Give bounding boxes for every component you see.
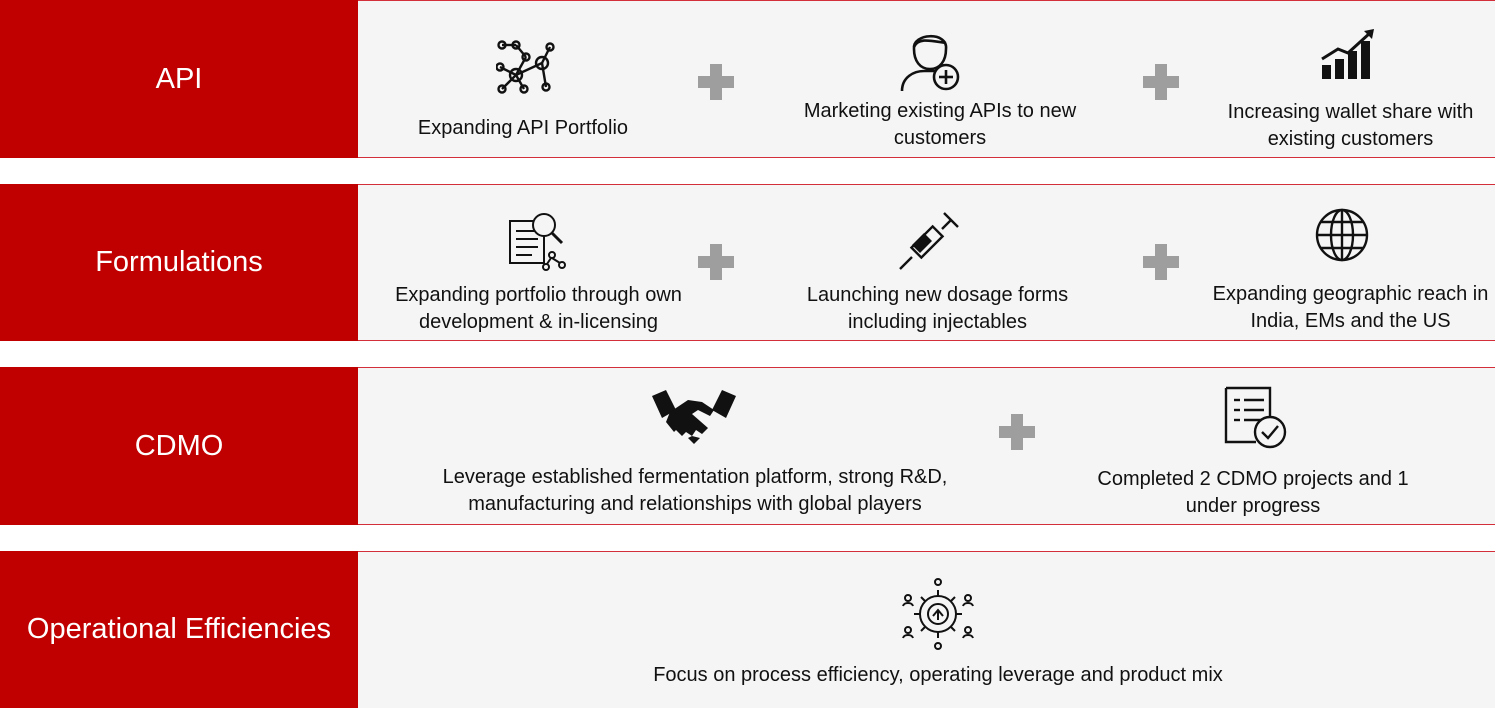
- plus-icon: [999, 414, 1035, 450]
- formulations-label: Formulations: [0, 184, 358, 341]
- cdmo-item-projects: Completed 2 CDMO projects and 1 under pr…: [1097, 468, 1409, 517]
- cdmo-content: Leverage established fermentation platfo…: [358, 367, 1495, 525]
- operational-label: Operational Efficiencies: [0, 551, 358, 708]
- formulations-item-geography: Expanding geographic reach in India, EMs…: [1212, 283, 1489, 332]
- handshake-icon: [652, 390, 736, 444]
- formulations-content: Expanding portfolio through own developm…: [358, 184, 1495, 341]
- operational-item-efficiency: Focus on process efficiency, operating l…: [653, 664, 1223, 686]
- syringe-icon: [899, 212, 959, 270]
- network-nodes-icon: [496, 40, 555, 94]
- api-label: API: [0, 0, 358, 158]
- cdmo-row: CDMO Leverage established fermentation p…: [0, 367, 1495, 525]
- formulations-item-dosage: Launching new dosage forms including inj…: [806, 284, 1069, 333]
- globe-icon: [1315, 208, 1369, 262]
- operational-content: Focus on process efficiency, operating l…: [358, 551, 1495, 708]
- plus-icon: [1143, 64, 1179, 100]
- cdmo-label: CDMO: [0, 367, 358, 525]
- document-search-icon: [509, 213, 566, 271]
- api-row: API Expanding API Portfolio: [0, 0, 1495, 158]
- formulations-item-portfolio: Expanding portfolio through own developm…: [395, 284, 682, 333]
- plus-icon: [1143, 244, 1179, 280]
- plus-icon: [698, 64, 734, 100]
- checklist-icon: [1224, 386, 1287, 449]
- api-item-wallet-share: Increasing wallet share with existing cu…: [1227, 101, 1474, 150]
- formulations-row: Formulations Expanding portfolio through…: [0, 184, 1495, 341]
- cdmo-item-fermentation: Leverage established fermentation platfo…: [442, 466, 948, 515]
- operational-row: Operational Efficiencies Focus on proces…: [0, 551, 1495, 708]
- team-gear-icon: [902, 578, 974, 650]
- add-user-icon: [900, 35, 960, 92]
- api-content: Expanding API Portfolio Marketing existi…: [358, 0, 1495, 158]
- api-item-marketing: Marketing existing APIs to new customers: [803, 100, 1077, 149]
- growth-chart-icon: [1321, 29, 1374, 79]
- plus-icon: [698, 244, 734, 280]
- api-item-portfolio: Expanding API Portfolio: [417, 117, 629, 139]
